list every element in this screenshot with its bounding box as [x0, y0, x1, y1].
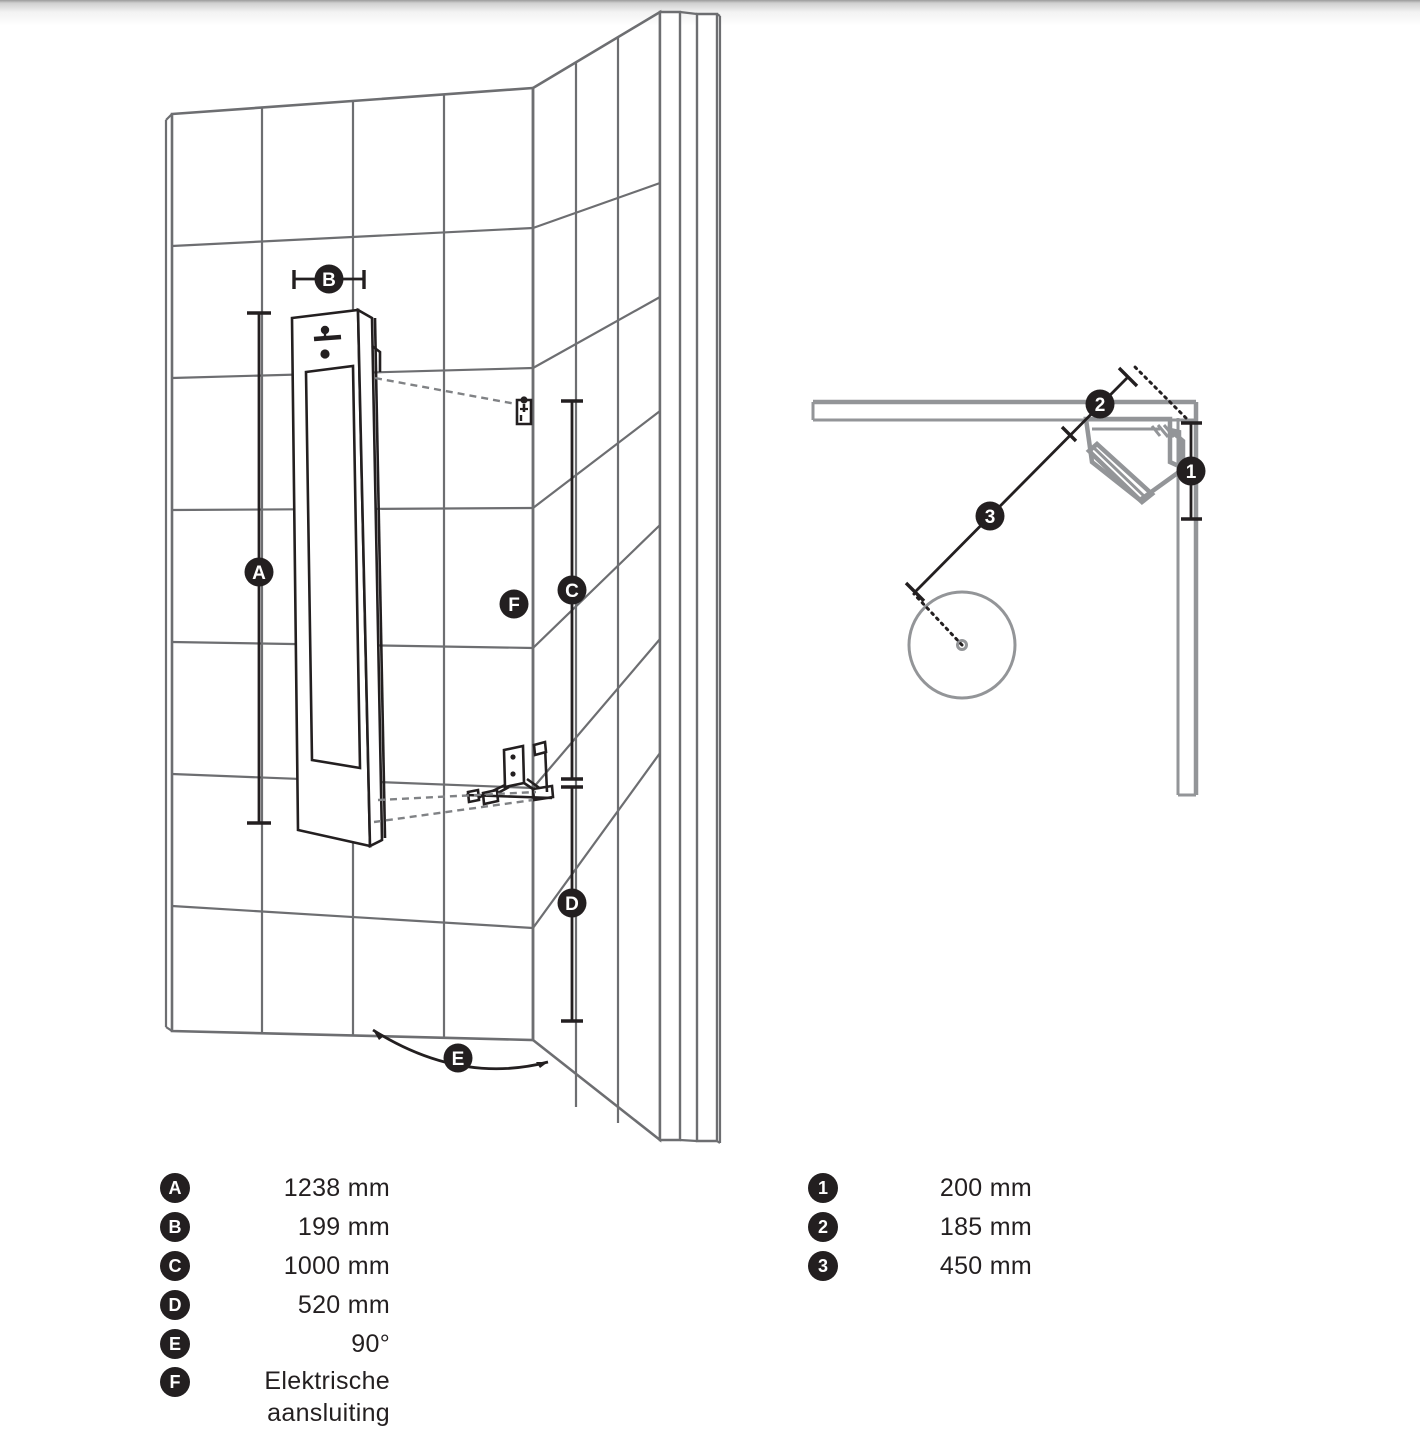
panel-plan-outline	[1083, 416, 1186, 505]
legend-badge-b: B	[160, 1211, 190, 1242]
drain-circle	[907, 590, 1017, 700]
shower-panel-elevation	[290, 307, 387, 849]
legend-value-f: Elektrische aansluiting	[264, 1367, 390, 1427]
legend-value-3: 450 mm	[939, 1251, 1032, 1280]
svg-text:1: 1	[1186, 462, 1197, 483]
svg-text:A: A	[252, 563, 266, 584]
dimension-1: 1	[1176, 421, 1206, 521]
legend-value-d: 520 mm	[297, 1290, 390, 1319]
legend-badge-3: 3	[808, 1250, 838, 1281]
legend-badge-f: F	[160, 1367, 190, 1397]
alignment-guides	[373, 376, 537, 824]
svg-text:F: F	[508, 595, 520, 616]
svg-text:C: C	[565, 581, 579, 602]
legend-value-2: 185 mm	[939, 1212, 1032, 1241]
legend-badge-a: A	[160, 1172, 190, 1203]
dimension-b: B	[292, 264, 366, 294]
legend-value-a: 1238 mm	[283, 1173, 390, 1202]
legend-badge-d: D	[160, 1289, 190, 1320]
plan-legend: 1 200 mm 2 185 mm 3 450 mm	[808, 1168, 1036, 1285]
svg-text:E: E	[452, 1049, 465, 1070]
legend-badge-c: C	[160, 1250, 190, 1281]
elevation-view: A B C D	[164, 9, 722, 1144]
dimension-d: D	[557, 785, 587, 1023]
legend-row: F Elektrische aansluiting	[160, 1363, 400, 1429]
shower-head-icon	[313, 325, 342, 342]
legend-row: A 1238 mm	[160, 1168, 400, 1207]
extension-line-2	[1133, 365, 1188, 420]
legend-row: B 199 mm	[160, 1207, 400, 1246]
electrical-connection-icon	[515, 396, 533, 426]
legend-row: 3 450 mm	[808, 1246, 1036, 1285]
legend-value-b: 199 mm	[297, 1212, 390, 1241]
marker-f: F	[499, 589, 529, 619]
svg-text:2: 2	[1095, 395, 1106, 416]
control-button-icon	[320, 349, 330, 359]
legend-row: D 520 mm	[160, 1285, 400, 1324]
extension-line-3	[912, 592, 964, 647]
legend-value-c: 1000 mm	[283, 1251, 390, 1280]
legend-badge-2: 2	[808, 1211, 838, 1242]
legend-badge-1: 1	[808, 1172, 838, 1203]
legend-value-e: 90°	[351, 1329, 390, 1358]
dimension-e-angle: E	[372, 1028, 549, 1073]
svg-text:D: D	[565, 894, 579, 915]
dimension-2: 2	[1060, 389, 1115, 443]
wall-slabs	[658, 10, 722, 1144]
plan-view: 3 2 1	[811, 365, 1206, 797]
legend-row: 2 185 mm	[808, 1207, 1036, 1246]
svg-text:B: B	[322, 270, 336, 291]
right-wall-tiles	[531, 9, 662, 1143]
svg-text:3: 3	[985, 507, 996, 528]
dimension-a: A	[244, 311, 274, 825]
elevation-legend: A 1238 mm B 199 mm C 1000 mm D 520 mm E …	[160, 1168, 400, 1429]
legend-row: 1 200 mm	[808, 1168, 1036, 1207]
dimension-c: C	[557, 399, 587, 781]
legend-row: C 1000 mm	[160, 1246, 400, 1285]
legend-badge-e: E	[160, 1328, 190, 1359]
legend-value-1: 200 mm	[939, 1173, 1032, 1202]
legend-row: E 90°	[160, 1324, 400, 1363]
